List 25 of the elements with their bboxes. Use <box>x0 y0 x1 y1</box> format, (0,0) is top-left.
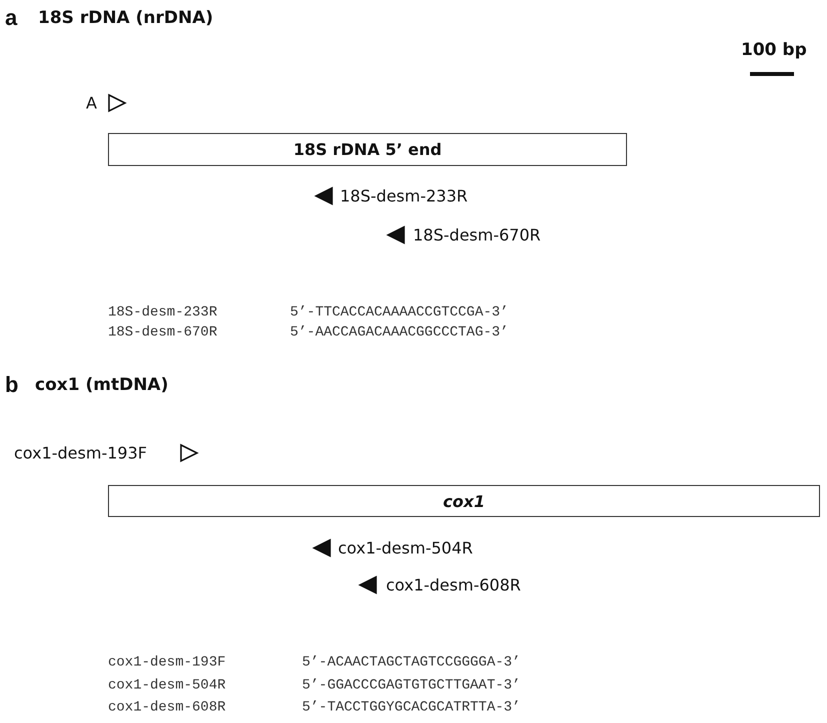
gene-region-box <box>108 133 627 166</box>
gene-name: cox1 <box>443 492 485 510</box>
panel-title: 18S rDNA (nrDNA) <box>38 8 214 28</box>
primer-sequence: 5’-GGACCCGAGTGTGCTTGAAT-3’ <box>302 678 520 694</box>
primer-label: cox1-desm-193F <box>14 443 147 463</box>
primer-sequence: 5’-TTCACCACAAAACCGTCCGA-3’ <box>290 304 508 322</box>
primer-label: A <box>86 93 97 113</box>
primer-name: cox1-desm-504R <box>108 678 226 694</box>
primer-label: 18S-desm-670R <box>413 225 541 245</box>
primer-sequence: 5’-AACCAGACAAACGGCCCTAG-3’ <box>290 324 508 342</box>
primer-name: cox1-desm-608R <box>108 700 226 716</box>
primer-name: 18S-desm-233R <box>108 304 218 322</box>
gene-region-box <box>108 485 820 517</box>
panel-letter: b <box>5 372 18 398</box>
primer-label: cox1-desm-608R <box>386 575 521 595</box>
scale-label: 100 bp <box>741 40 807 60</box>
primer-name: 18S-desm-670R <box>108 324 218 342</box>
gene-name: 18S rDNA 5’ end <box>293 140 442 159</box>
primer-sequence: 5’-TACCTGGYGCACGCATRTTA-3’ <box>302 700 520 716</box>
panel-title: cox1 (mtDNA) <box>35 374 168 396</box>
primer-label: 18S-desm-233R <box>340 186 468 206</box>
panel-letter: a <box>5 4 18 32</box>
primer-sequence: 5’-ACAACTAGCTAGTCCGGGGA-3’ <box>302 654 520 672</box>
primer-label: cox1-desm-504R <box>338 538 473 558</box>
primer-name: cox1-desm-193F <box>108 654 226 672</box>
